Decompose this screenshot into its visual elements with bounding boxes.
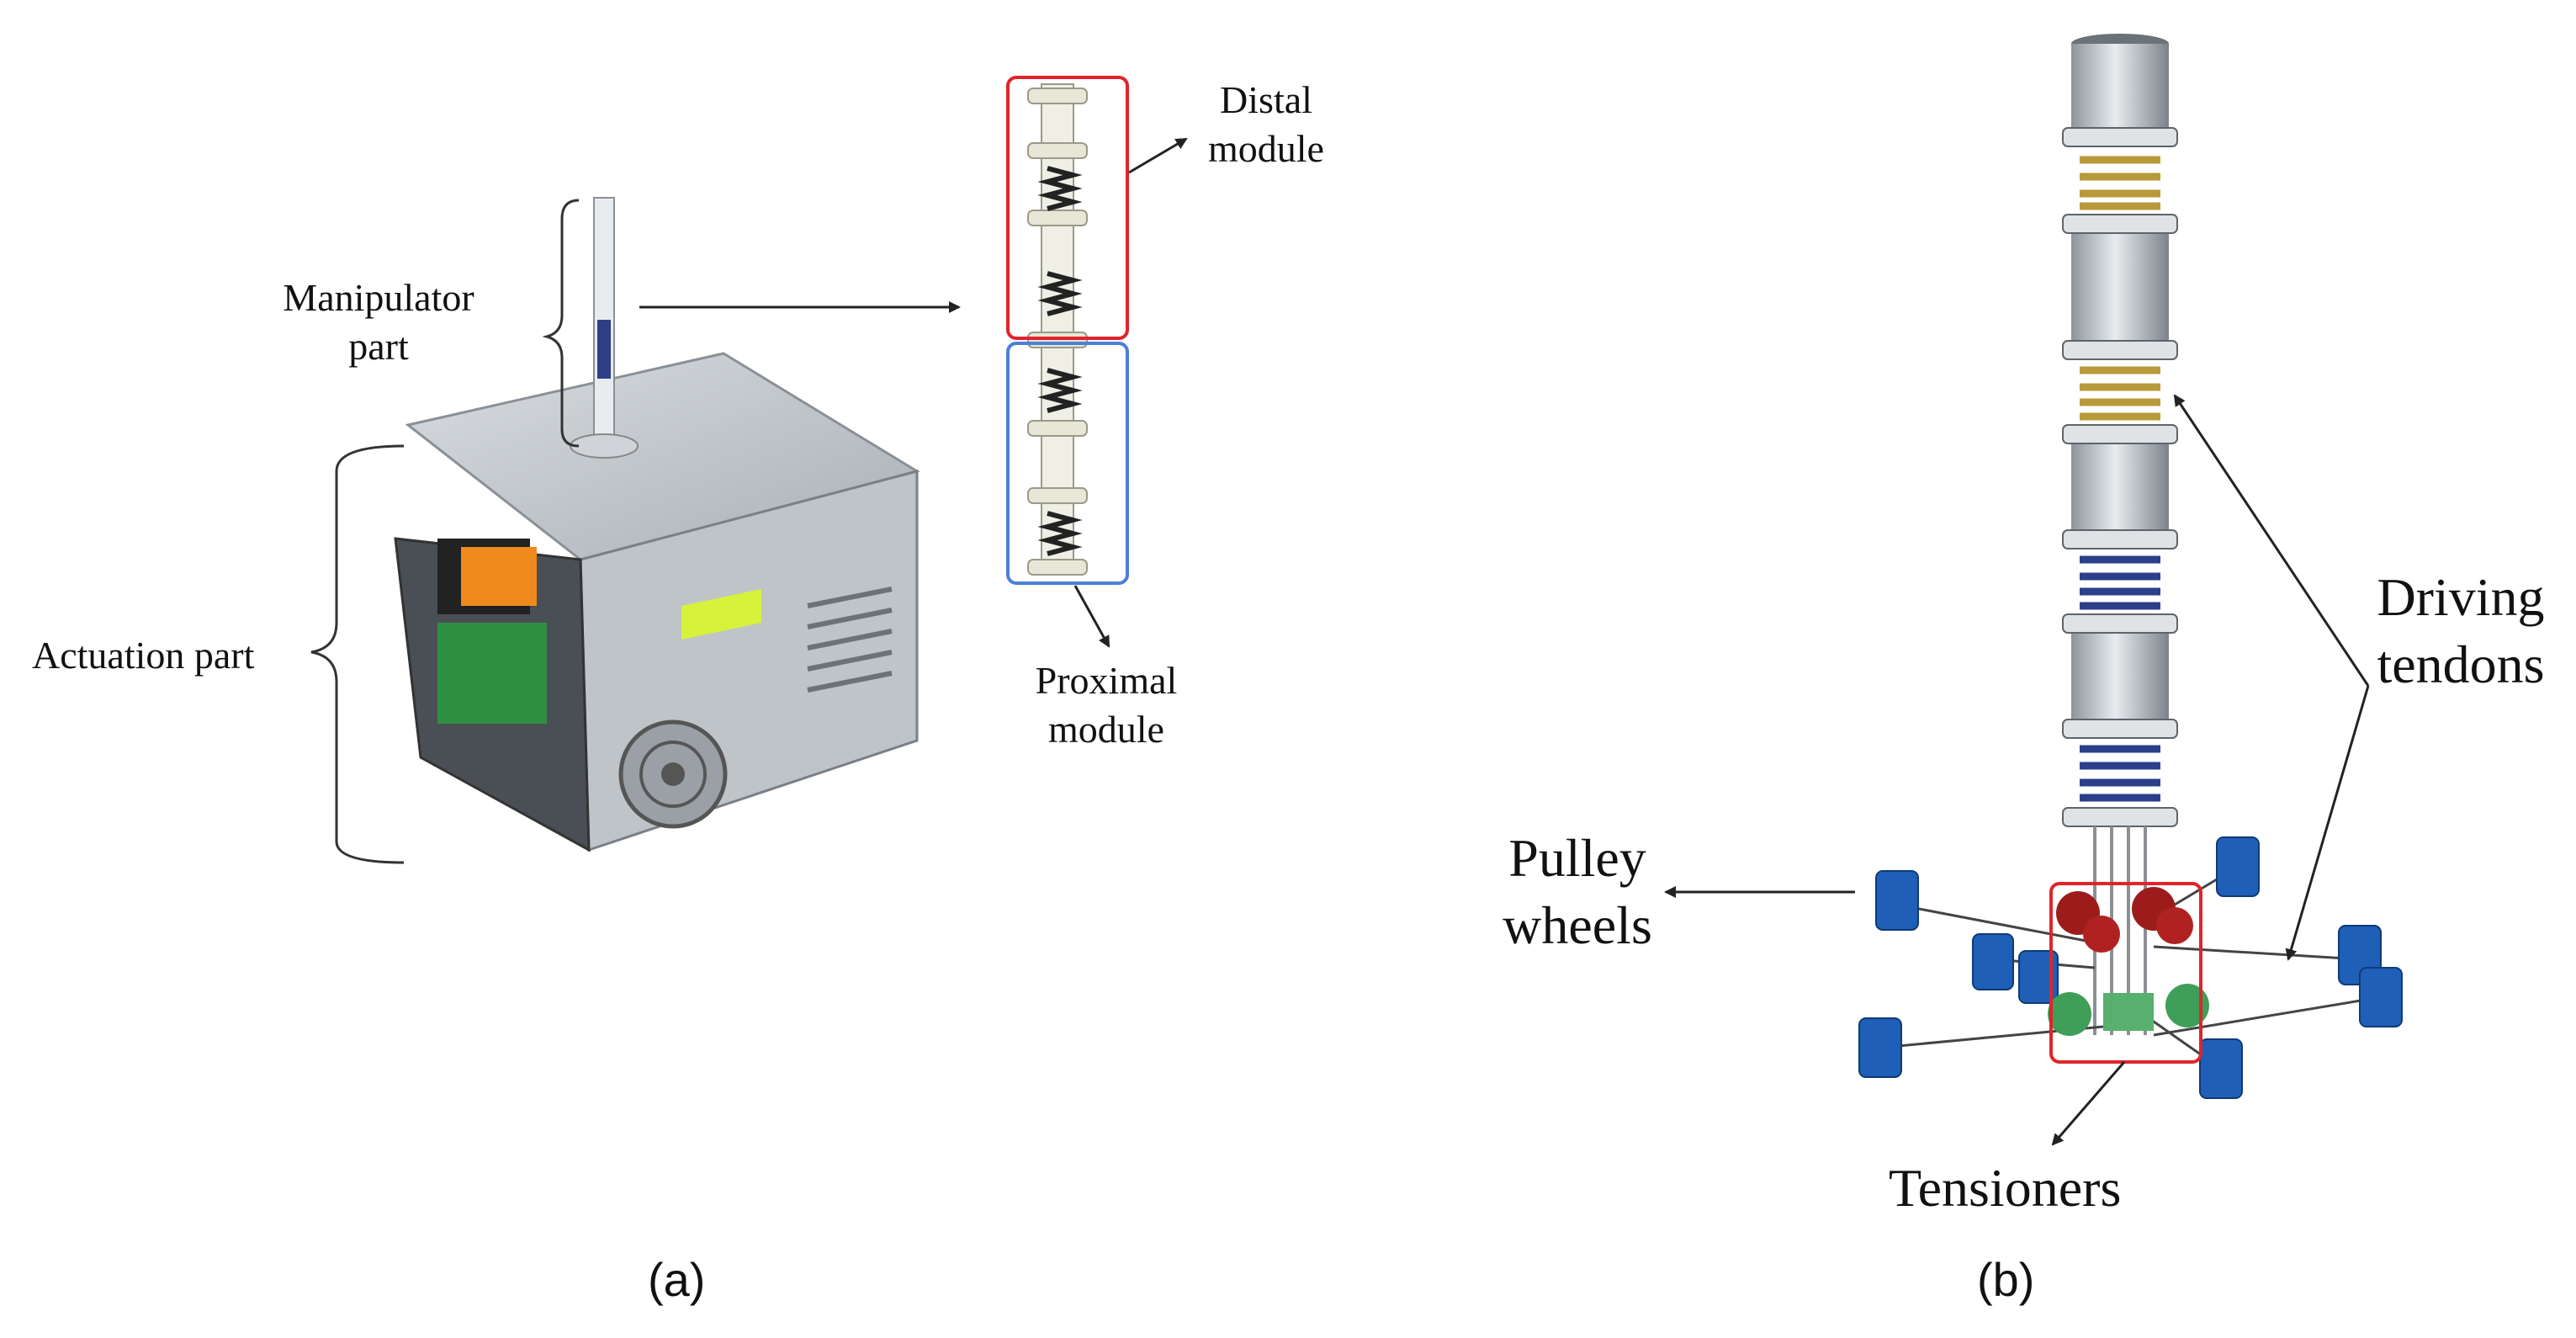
tensioner-icons <box>1858 836 2403 1099</box>
tensioners-label: Tensioners <box>1889 1158 2122 1218</box>
driving-tendons-arrow-1 <box>2285 685 2370 961</box>
yellow-label <box>681 589 761 640</box>
manipulator-part-label: Manipulator part <box>283 276 474 368</box>
actuation-box-illustration <box>394 352 920 852</box>
blue-springs <box>2080 555 2160 802</box>
distal-module-label: Distal module <box>1208 78 1324 170</box>
pulley-wheel-icons <box>2048 887 2209 1036</box>
proximal-module-label: Proximal module <box>1035 659 1178 751</box>
proximal-highlight-box <box>1006 342 1129 585</box>
driving-tendons-label: Driving tendons <box>2377 567 2545 694</box>
pulley-highlight-box <box>2049 882 2202 1064</box>
caption-b: (b) <box>1977 1253 2035 1306</box>
tensioners-arrow <box>2051 1061 2126 1146</box>
driving-tendons-arrow-2 <box>2173 394 2370 687</box>
enlarged-manipulator <box>1027 83 1088 576</box>
manipulator-bracket <box>542 199 580 448</box>
actuation-part-label: Actuation part <box>32 634 255 677</box>
caption-a: (a) <box>648 1253 706 1306</box>
circuit-board <box>437 623 547 724</box>
distal-highlight-box <box>1006 76 1129 340</box>
yellow-springs <box>2080 156 2160 421</box>
actuation-bracket <box>310 444 405 864</box>
orange-motor <box>461 547 537 606</box>
distal-arrow <box>1128 137 1188 174</box>
manipulator-column <box>570 197 639 459</box>
enlarged-springs <box>1037 166 1083 556</box>
continuum-robot-backbone <box>2062 34 2178 1035</box>
pulley-wheels-label: Pulley wheels <box>1503 828 1652 955</box>
proximal-arrow <box>1073 585 1110 648</box>
